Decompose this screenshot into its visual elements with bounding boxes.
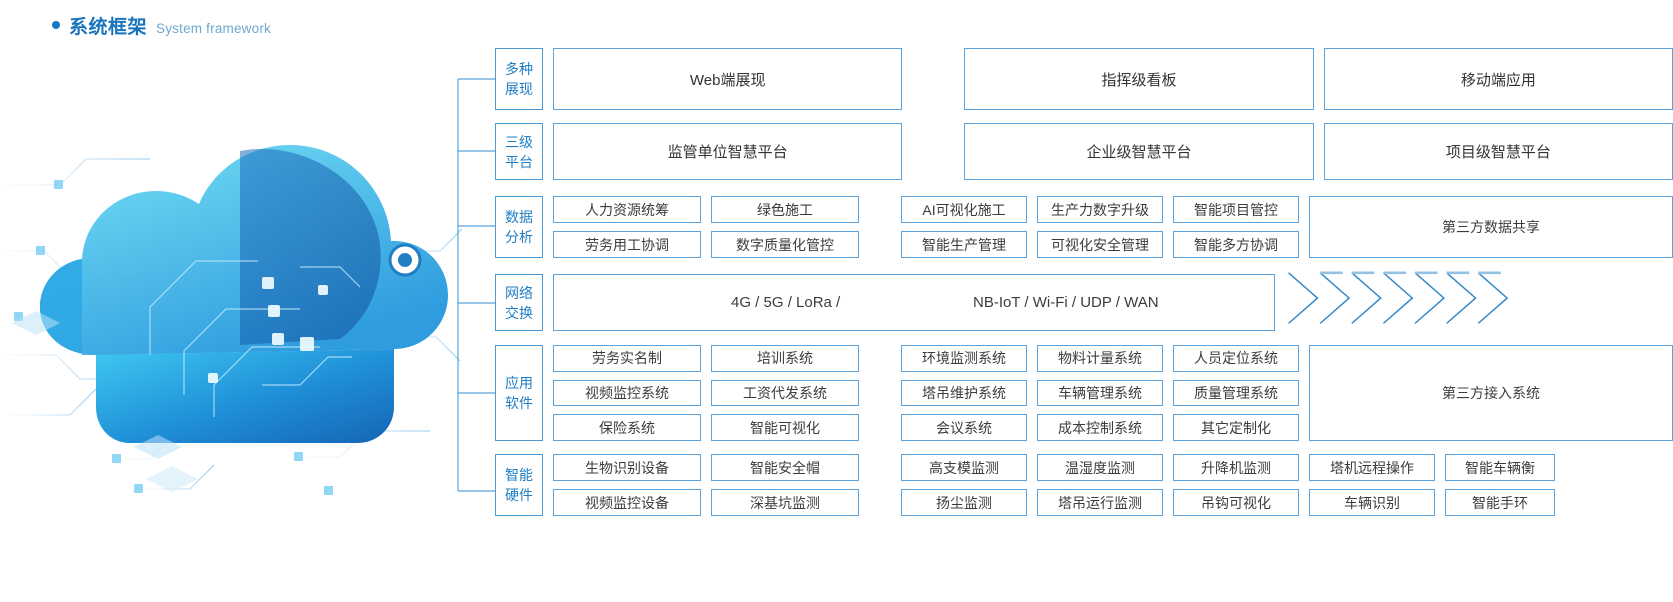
cell-payroll-system[interactable]: 工资代发系统 [711, 379, 859, 407]
cell-personnel-positioning-system[interactable]: 人员定位系统 [1173, 345, 1299, 372]
data-analysis-left-grid: 人力资源统筹 绿色施工 劳务用工协调 数字质量化管控 [553, 196, 859, 258]
cell-hoist-monitoring[interactable]: 升降机监测 [1173, 454, 1299, 481]
network-tech-left: 4G / 5G / LoRa / [731, 294, 841, 311]
cell-cost-control-system[interactable]: 成本控制系统 [1037, 414, 1163, 441]
row-network: 网络 交换 4G / 5G / LoRa / NB-IoT / Wi-Fi / … [495, 271, 1673, 331]
cell-environment-monitoring-system[interactable]: 环境监测系统 [901, 345, 1027, 372]
cell-visual-safety-management[interactable]: 可视化安全管理 [1037, 231, 1163, 258]
cell-third-party-access-system[interactable]: 第三方接入系统 [1309, 345, 1673, 441]
row-application-software: 应用 软件 劳务实名制 培训系统 视频监控系统 工资代发系统 保险系统 智能可视… [495, 345, 1673, 441]
category-line-1: 网络 [505, 284, 533, 301]
cell-deep-foundation-pit-monitoring[interactable]: 深基坑监测 [711, 489, 859, 516]
cell-video-surveillance-system[interactable]: 视频监控系统 [553, 379, 701, 407]
flow-arrows-icon [1288, 271, 1509, 324]
cell-smart-production-management[interactable]: 智能生产管理 [901, 231, 1027, 258]
category-line-1: 三级 [505, 133, 533, 150]
cell-other-customization[interactable]: 其它定制化 [1173, 414, 1299, 441]
page-title: 系统框架 [69, 17, 148, 38]
row-category-smart-hardware: 智能 硬件 [495, 454, 543, 516]
application-right-grid: 环境监测系统 物料计量系统 人员定位系统 塔吊维护系统 车辆管理系统 质量管理系… [901, 345, 1299, 441]
category-line-2: 分析 [505, 229, 533, 245]
cell-web-display[interactable]: Web端展现 [553, 48, 903, 110]
bullet-dot-icon [52, 21, 60, 29]
category-line-2: 软件 [505, 395, 533, 411]
row-smart-hardware: 智能 硬件 生物识别设备 智能安全帽 视频监控设备 深基坑监测 高支模监测 温湿… [495, 454, 1673, 516]
cell-tower-crane-operation-monitoring[interactable]: 塔吊运行监测 [1037, 489, 1163, 516]
cell-meeting-system[interactable]: 会议系统 [901, 414, 1027, 441]
cell-video-surveillance-device[interactable]: 视频监控设备 [553, 489, 701, 516]
framework-diagram: 多种 展现 Web端展现 指挥级看板 移动端应用 三级 平台 监管单位智慧平台 … [452, 48, 1673, 523]
category-line-2: 硬件 [505, 487, 533, 503]
category-line-2: 展现 [505, 81, 533, 97]
hardware-left-grid: 生物识别设备 智能安全帽 视频监控设备 深基坑监测 [553, 454, 859, 516]
cell-material-metering-system[interactable]: 物料计量系统 [1037, 345, 1163, 372]
cell-project-platform[interactable]: 项目级智慧平台 [1323, 123, 1673, 180]
category-line-2: 交换 [505, 304, 533, 321]
cell-labor-coordination[interactable]: 劳务用工协调 [553, 231, 701, 258]
cell-smart-bracelet[interactable]: 智能手环 [1445, 489, 1555, 516]
cell-regulator-platform[interactable]: 监管单位智慧平台 [553, 123, 903, 180]
network-band-box[interactable] [553, 274, 1275, 331]
cell-ai-visual-construction[interactable]: AI可视化施工 [901, 196, 1027, 223]
category-line-1: 应用 [505, 375, 533, 391]
row-category-presentation: 多种 展现 [495, 48, 543, 110]
cell-labor-real-name[interactable]: 劳务实名制 [553, 345, 701, 372]
cell-smart-visualization[interactable]: 智能可视化 [711, 414, 859, 441]
category-line-1: 数据 [505, 209, 533, 225]
bracket-connectors [457, 78, 495, 492]
cell-quality-management-system[interactable]: 质量管理系统 [1173, 379, 1299, 407]
cell-insurance-system[interactable]: 保险系统 [553, 414, 701, 441]
cell-mobile-app[interactable]: 移动端应用 [1323, 48, 1673, 110]
cell-command-dashboard[interactable]: 指挥级看板 [964, 48, 1314, 110]
cell-enterprise-platform[interactable]: 企业级智慧平台 [964, 123, 1314, 180]
page-subtitle: System framework [156, 21, 271, 36]
data-analysis-right-grid: AI可视化施工 生产力数字升级 智能项目管控 智能生产管理 可视化安全管理 智能… [901, 196, 1299, 258]
cell-dust-monitoring[interactable]: 扬尘监测 [901, 489, 1027, 516]
cell-smart-vehicle-scale[interactable]: 智能车辆衡 [1445, 454, 1555, 481]
row-presentation: 多种 展现 Web端展现 指挥级看板 移动端应用 [495, 48, 1673, 110]
cell-hook-visualization[interactable]: 吊钩可视化 [1173, 489, 1299, 516]
category-line-2: 平台 [505, 153, 533, 170]
network-band: 4G / 5G / LoRa / NB-IoT / Wi-Fi / UDP / … [553, 271, 1673, 331]
cell-hr-coordination[interactable]: 人力资源统筹 [553, 196, 701, 223]
cell-third-party-data-sharing[interactable]: 第三方数据共享 [1309, 196, 1673, 258]
category-line-1: 智能 [505, 467, 533, 483]
cell-digital-quality-control[interactable]: 数字质量化管控 [711, 231, 859, 258]
row-data-analysis: 数据 分析 人力资源统筹 绿色施工 劳务用工协调 数字质量化管控 AI可视化施工… [495, 196, 1673, 258]
cell-green-construction[interactable]: 绿色施工 [711, 196, 859, 223]
cell-biometric-device[interactable]: 生物识别设备 [553, 454, 701, 481]
row-category-platform: 三级 平台 [495, 123, 543, 180]
cell-smart-helmet[interactable]: 智能安全帽 [711, 454, 859, 481]
network-tech-right: NB-IoT / Wi-Fi / UDP / WAN [973, 294, 1159, 311]
cell-tower-crane-remote-operation[interactable]: 塔机远程操作 [1309, 454, 1435, 481]
cell-tower-crane-maintenance-system[interactable]: 塔吊维护系统 [901, 379, 1027, 407]
row-category-network: 网络 交换 [495, 274, 543, 331]
cell-smart-project-control[interactable]: 智能项目管控 [1173, 196, 1299, 223]
cell-temperature-humidity-monitoring[interactable]: 温湿度监测 [1037, 454, 1163, 481]
application-left-grid: 劳务实名制 培训系统 视频监控系统 工资代发系统 保险系统 智能可视化 [553, 345, 859, 441]
cell-productivity-digital-upgrade[interactable]: 生产力数字升级 [1037, 196, 1163, 223]
row-category-application-software: 应用 软件 [495, 345, 543, 441]
cell-smart-multiparty-coordination[interactable]: 智能多方协调 [1173, 231, 1299, 258]
cloud-illustration [0, 55, 470, 525]
category-line-1: 多种 [505, 61, 533, 77]
row-category-data-analysis: 数据 分析 [495, 196, 543, 258]
row-platform: 三级 平台 监管单位智慧平台 企业级智慧平台 项目级智慧平台 [495, 123, 1673, 180]
section-heading: 系统框架 System framework [52, 12, 271, 39]
cell-vehicle-recognition[interactable]: 车辆识别 [1309, 489, 1435, 516]
cell-training-system[interactable]: 培训系统 [711, 345, 859, 372]
hardware-right-grid: 高支模监测 温湿度监测 升降机监测 塔机远程操作 智能车辆衡 扬尘监测 塔吊运行… [901, 454, 1673, 516]
cell-high-formwork-monitoring[interactable]: 高支模监测 [901, 454, 1027, 481]
cell-vehicle-management-system[interactable]: 车辆管理系统 [1037, 379, 1163, 407]
